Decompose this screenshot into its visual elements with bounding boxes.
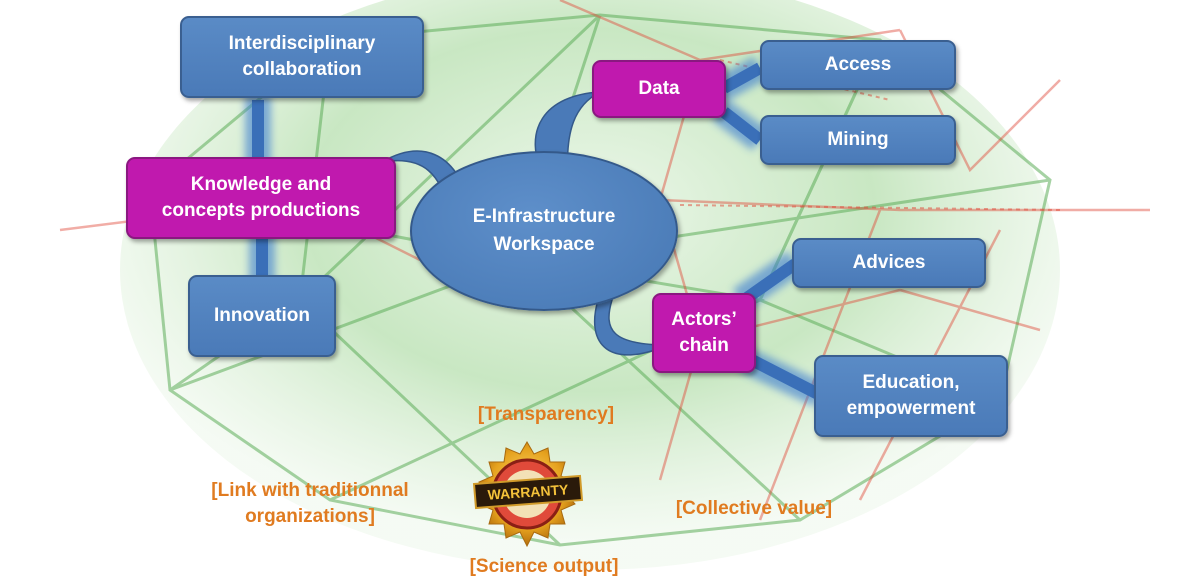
access-label: Access bbox=[824, 54, 892, 76]
science-output-label: [Science output] bbox=[469, 556, 619, 577]
innovation-box: Innovation bbox=[188, 275, 336, 357]
actors-chain-box: Actors’ chain bbox=[652, 293, 756, 373]
knowledge-line2: concepts productions bbox=[161, 200, 361, 221]
access-box: Access bbox=[760, 40, 956, 90]
education-line1: Education, bbox=[862, 372, 960, 394]
knowledge-concepts-box: Knowledge and concepts productions bbox=[126, 157, 396, 239]
actors-line2: chain bbox=[679, 335, 729, 356]
warranty-seal-icon: WARRANTY bbox=[472, 441, 584, 548]
actors-line1: Actors’ bbox=[671, 309, 737, 331]
center-line1: E-Infrastructure bbox=[472, 205, 616, 227]
advices-box: Advices bbox=[792, 238, 986, 288]
interdisciplinary-line1: Interdisciplinary bbox=[228, 33, 376, 55]
data-label: Data bbox=[638, 78, 680, 100]
link-organizations-label: [Link with traditionnal organizations] bbox=[180, 478, 440, 529]
warranty-text: WARRANTY bbox=[487, 481, 569, 503]
geodesic-red-dotted-lines bbox=[679, 59, 1061, 211]
education-empowerment-box: Education, empowerment bbox=[814, 355, 1008, 437]
innovation-label: Innovation bbox=[213, 305, 311, 327]
center-line2: Workspace bbox=[493, 234, 595, 255]
mining-label: Mining bbox=[827, 129, 889, 151]
warranty-ribbon: WARRANTY bbox=[472, 474, 584, 510]
interdisciplinary-line2: collaboration bbox=[242, 59, 362, 80]
advices-label: Advices bbox=[852, 252, 926, 274]
data-box: Data bbox=[592, 60, 726, 118]
knowledge-line1: Knowledge and bbox=[190, 174, 332, 196]
link-line1: [Link with traditionnal bbox=[211, 480, 409, 501]
education-line2: empowerment bbox=[846, 398, 976, 419]
interdisciplinary-collaboration-box: Interdisciplinary collaboration bbox=[180, 16, 424, 98]
mining-box: Mining bbox=[760, 115, 956, 165]
collective-value-label: [Collective value] bbox=[675, 498, 833, 519]
transparency-label: [Transparency] bbox=[477, 404, 615, 425]
link-line2: organizations] bbox=[245, 505, 375, 527]
